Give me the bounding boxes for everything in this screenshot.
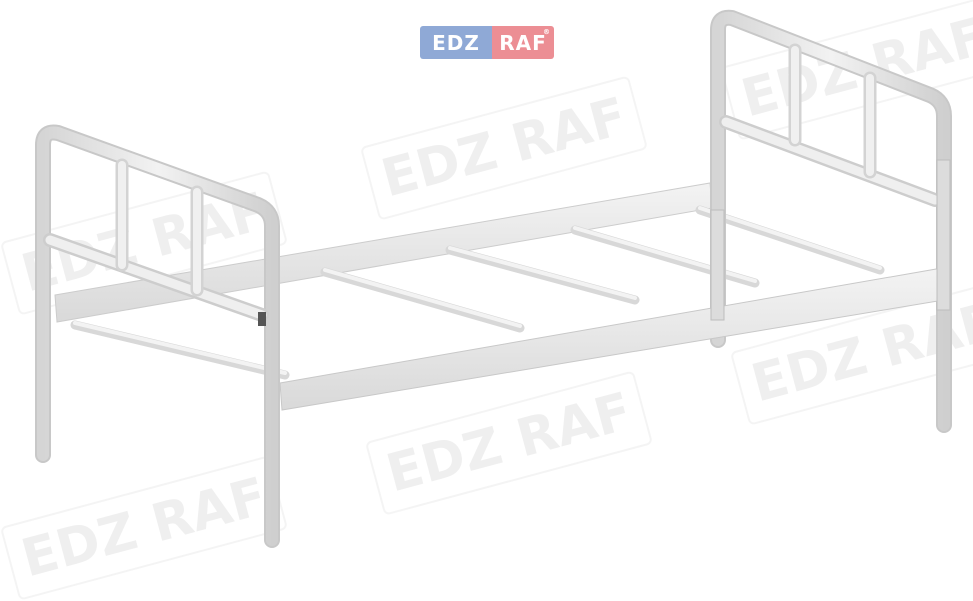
brand-logo-right-text: RAF [499,30,547,55]
registered-mark: ® [543,28,551,36]
brand-logo-right: RAF ® [492,26,554,59]
leg-joints [710,159,951,321]
bed-frame-illustration [35,9,952,548]
brand-logo: EDZ RAF ® [420,26,554,59]
left-footboard [35,124,280,548]
back-side-rail [54,182,713,323]
brand-logo-left: EDZ [420,26,492,59]
right-headboard [710,9,952,433]
